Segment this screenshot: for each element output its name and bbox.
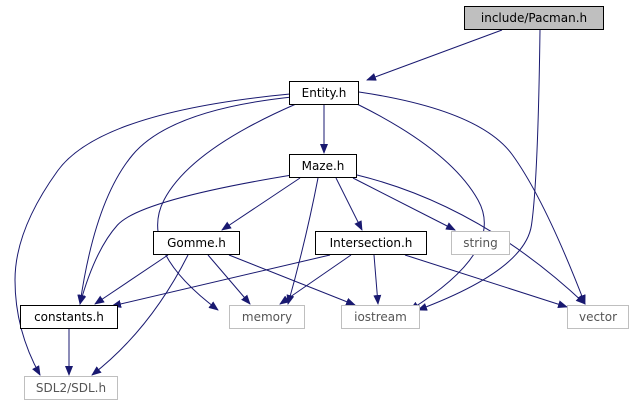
node-include-pacman-h[interactable]: include/Pacman.h	[464, 6, 604, 30]
node-label: Entity.h	[301, 86, 347, 100]
node-iostream: iostream	[341, 305, 420, 329]
edge-entity-to-memory	[157, 103, 297, 311]
edge-intersection-to-constants	[111, 254, 331, 308]
edge-gomme-to-constants	[94, 254, 169, 305]
edge-entity-to-vector	[358, 91, 586, 305]
edge-entity-to-sdl	[14, 93, 291, 376]
node-sdl2-sdl-h: SDL2/SDL.h	[24, 376, 118, 400]
edge-pacman-to-iostream	[417, 29, 541, 311]
edge-entity-to-constants	[77, 96, 293, 305]
node-memory: memory	[229, 305, 305, 329]
node-label: Gomme.h	[167, 236, 226, 250]
node-label: memory	[241, 310, 293, 324]
edge-gomme-to-sdl	[91, 254, 189, 376]
edge-pacman-to-entity	[366, 29, 503, 81]
edge-maze-to-memory	[286, 177, 319, 305]
node-label: vector	[578, 310, 618, 324]
edge-maze-to-vector	[356, 174, 586, 305]
edge-maze-to-gomme	[221, 177, 301, 231]
node-string: string	[451, 231, 510, 255]
edge-maze-to-string	[352, 177, 456, 231]
node-vector: vector	[567, 305, 629, 329]
node-label: iostream	[354, 310, 407, 324]
edge-maze-to-intersection	[335, 177, 363, 231]
node-label: SDL2/SDL.h	[35, 381, 107, 395]
node-entity-h[interactable]: Entity.h	[289, 81, 359, 105]
node-gomme-h[interactable]: Gomme.h	[153, 231, 240, 255]
node-maze-h[interactable]: Maze.h	[289, 154, 357, 178]
node-label: Intersection.h	[329, 236, 413, 250]
edge-entity-to-iostream	[356, 103, 485, 311]
edge-intersection-to-vector	[404, 254, 568, 309]
node-constants-h[interactable]: constants.h	[20, 305, 118, 329]
node-label: include/Pacman.h	[480, 11, 588, 25]
edge-gomme-to-iostream	[228, 254, 356, 306]
node-label: constants.h	[34, 310, 104, 324]
edge-maze-to-constants	[78, 174, 293, 305]
edge-intersection-to-iostream	[373, 254, 382, 305]
node-label: Maze.h	[301, 159, 345, 173]
node-intersection-h[interactable]: Intersection.h	[315, 231, 427, 255]
edge-intersection-to-memory	[279, 254, 352, 305]
node-label: string	[463, 236, 498, 250]
edge-gomme-to-memory	[207, 254, 251, 305]
